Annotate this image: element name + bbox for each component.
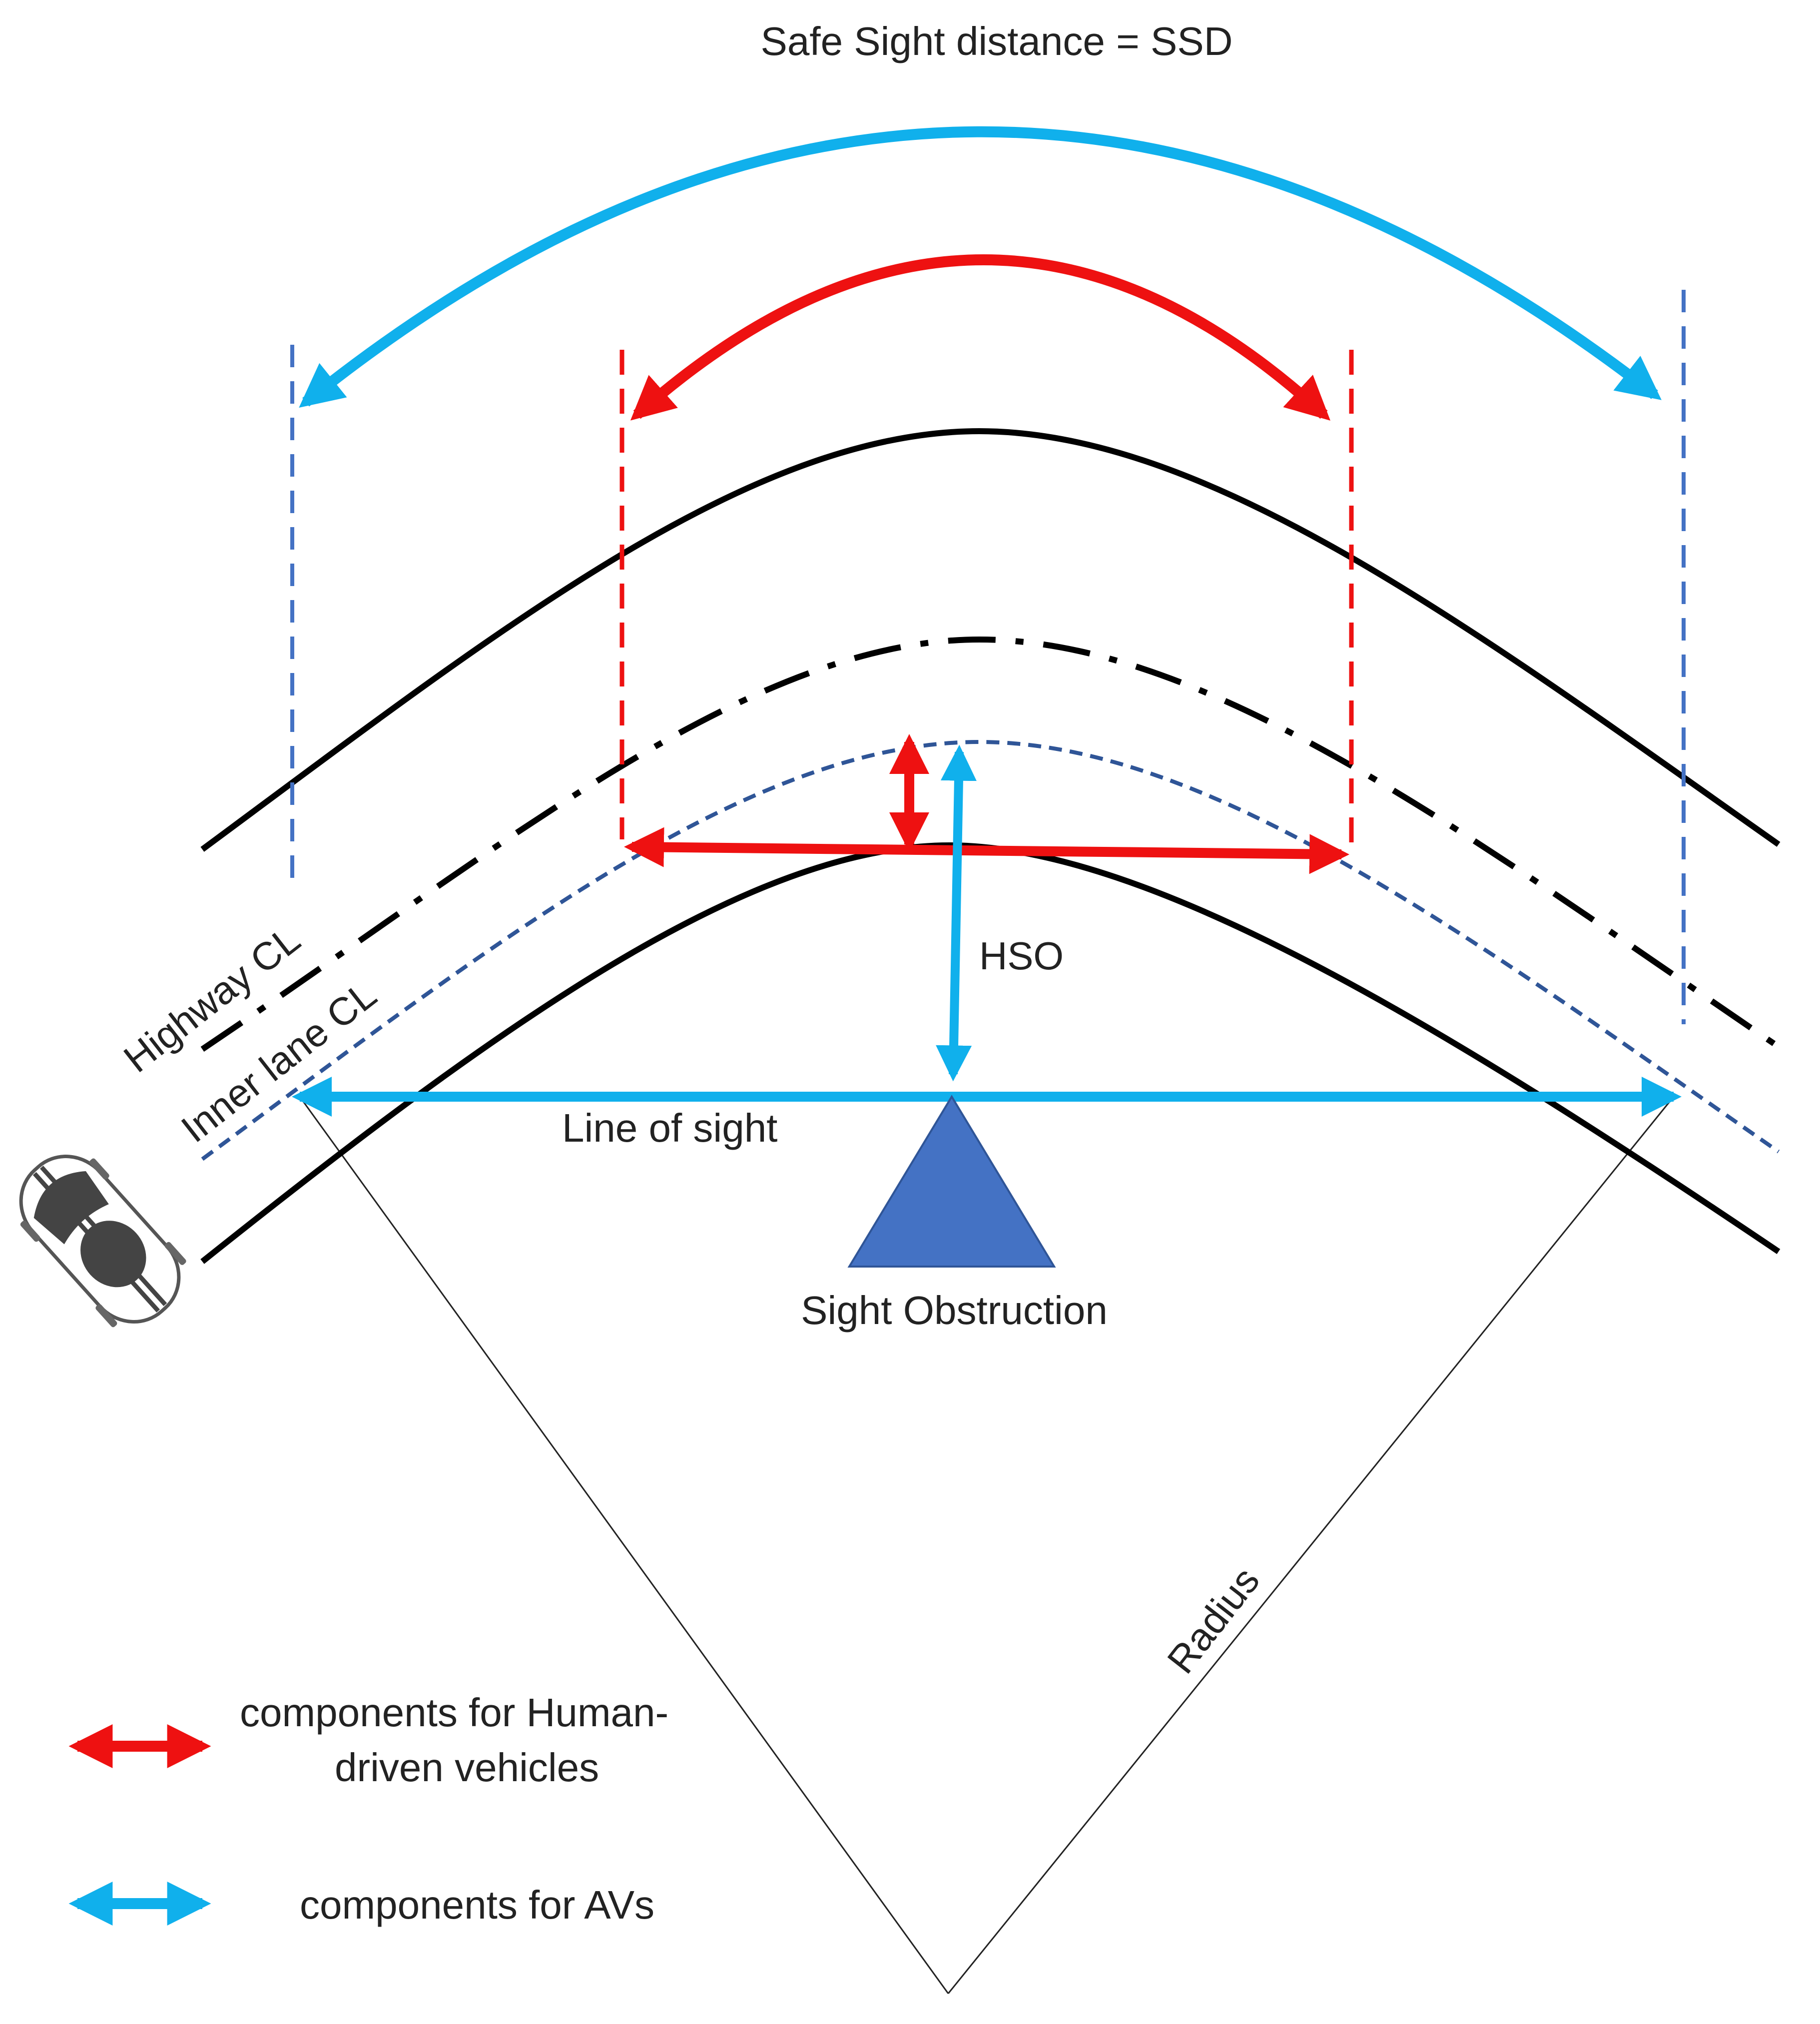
inner-lane-centerline (201, 739, 1780, 1161)
hso-label: HSO (979, 934, 1064, 978)
legend-human-line1: components for Human- (240, 1690, 668, 1735)
radius-label: Radius (1159, 1559, 1268, 1682)
human-line-of-sight-arrow (624, 827, 1349, 874)
radius-line-left (299, 1096, 949, 1994)
line-of-sight-label: Line of sight (562, 1106, 777, 1150)
av-hso-arrow (936, 744, 977, 1082)
av-ssd-arrow (299, 126, 1662, 408)
legend-av-label: components for AVs (300, 1883, 654, 1927)
ssd-label: Safe Sight distance = SSD (761, 19, 1233, 63)
road-outer-edge (200, 428, 1781, 852)
race-car-icon (19, 1155, 186, 1328)
legend-human-line2: driven vehicles (335, 1745, 599, 1790)
sight-obstruction-triangle (847, 1095, 1056, 1268)
sight-obstruction-label: Sight Obstruction (801, 1288, 1108, 1333)
radius-line-right (947, 1096, 1675, 1994)
highway-centerline (200, 636, 1781, 1052)
human-ssd-arrow (630, 254, 1330, 421)
